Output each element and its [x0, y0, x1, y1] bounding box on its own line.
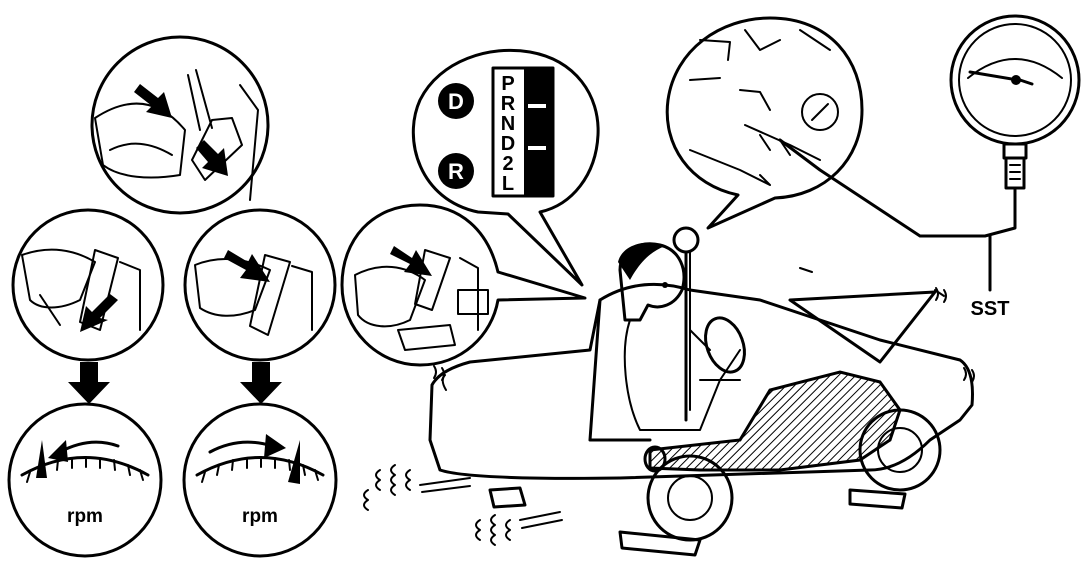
shift-pos-d: D [501, 133, 515, 155]
shift-pos-2: 2 [502, 153, 513, 175]
press-arrow-icon [80, 294, 118, 332]
callout-right-pedals [183, 208, 337, 362]
shift-pos-p: P [501, 73, 514, 95]
needle-high [288, 440, 300, 484]
down-arrow-icon [68, 362, 110, 404]
callout-both-pedals [90, 35, 270, 215]
press-arrow-icon [134, 84, 172, 118]
shift-label-d: D [448, 89, 464, 114]
callout-shift-selector: D R P R N D 2 L [411, 48, 600, 287]
press-arrow-icon [224, 250, 270, 282]
drive-badge [438, 83, 474, 119]
needle-low [36, 440, 47, 478]
sst-pressure-gauge: SST [778, 14, 1081, 320]
in-car-gauge-hose [672, 226, 700, 422]
exhaust-puffs [363, 464, 563, 546]
reverse-badge [438, 153, 474, 189]
tachometer-right: rpm [182, 402, 338, 558]
gauge-label-rpm-right: rpm [242, 506, 278, 527]
shift-label-r: R [448, 159, 464, 184]
gauge-label-rpm-left: rpm [67, 506, 103, 527]
down-arrow-icon [240, 362, 282, 404]
right-arrow-icon [208, 434, 286, 458]
shift-position-list: P R N D 2 L [501, 73, 516, 195]
press-arrow-icon [390, 246, 432, 276]
callout-driver-foot [340, 203, 587, 367]
tachometer-left: rpm [7, 402, 163, 558]
shift-pos-n: N [501, 113, 515, 135]
callout-left-pedals [11, 208, 165, 362]
shift-pos-l: L [502, 173, 514, 195]
driver-figure [618, 242, 746, 431]
vibration-marks [433, 287, 975, 383]
drivetrain [643, 370, 902, 473]
callout-engine-bay [665, 16, 864, 230]
shift-pos-r: R [501, 93, 516, 115]
sst-label: SST [971, 298, 1010, 320]
left-arrow-icon [48, 440, 120, 462]
press-arrow-icon [196, 140, 228, 176]
